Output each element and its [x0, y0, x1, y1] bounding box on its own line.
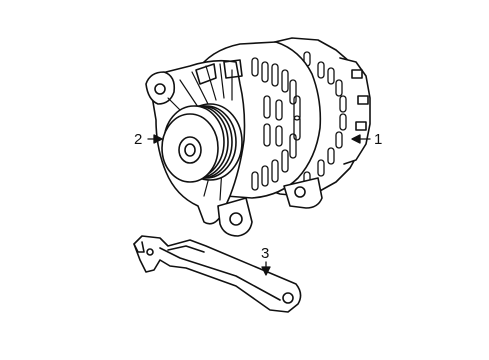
bracket-edge: [167, 245, 205, 253]
rear-cover: [339, 57, 371, 165]
terminal-bolt: [357, 95, 369, 105]
mounting-hole: [154, 83, 166, 95]
leader-arrow-1: [351, 134, 361, 144]
bracket-hole: [146, 248, 154, 256]
mounting-ear-upper: [145, 71, 176, 105]
leader-arrow-2: [153, 134, 163, 144]
top-vent-bridge: [195, 63, 217, 85]
bracket-tab: [133, 241, 145, 253]
callout-number-3: 3: [261, 245, 269, 262]
mounting-hole: [294, 186, 306, 198]
mounting-hole: [229, 212, 243, 226]
pulley-front-face: [161, 113, 219, 183]
terminal-bolt: [351, 69, 363, 79]
leader-arrow-3: [261, 266, 271, 276]
pulley: [161, 103, 243, 183]
callout-leaders: [147, 134, 371, 276]
terminal-bolt: [355, 121, 367, 131]
top-vent-bridge: [223, 59, 243, 79]
bracket-hole: [282, 292, 294, 304]
pulley-nut: [184, 143, 196, 157]
mounting-ear-rear: [283, 177, 323, 209]
pulley-hub: [178, 136, 202, 164]
mounting-ear-lower: [217, 197, 253, 237]
bracket: [133, 235, 302, 313]
bracket-flange: [159, 247, 281, 301]
rear-vent-slots: [303, 51, 347, 187]
bracket-body: [133, 235, 302, 313]
stator-vent-slots: [251, 57, 301, 191]
callout-number-1: 1: [374, 131, 382, 148]
callout-number-2: 2: [134, 131, 142, 148]
